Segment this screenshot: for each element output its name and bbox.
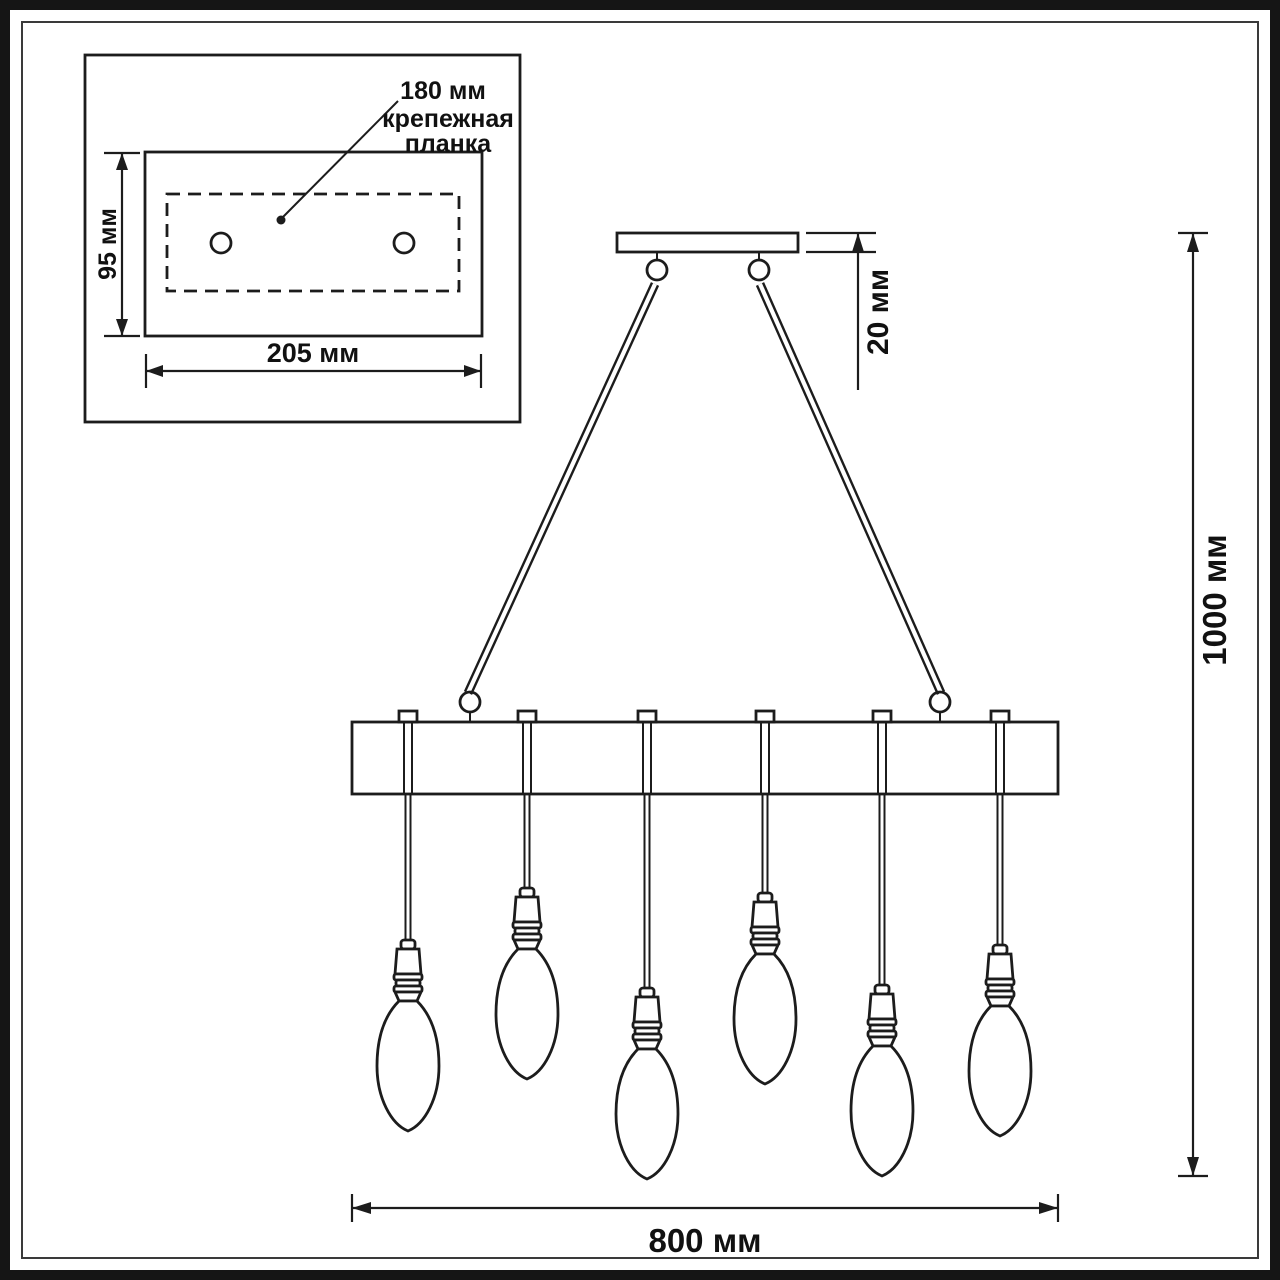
light-bulb-6 bbox=[967, 943, 1033, 1138]
pendants bbox=[375, 709, 1033, 1181]
beam-body bbox=[350, 720, 1060, 796]
plate-height-dimension: 95 мм bbox=[94, 151, 140, 338]
pendant-6 bbox=[967, 709, 1033, 1138]
light-bulb-3 bbox=[614, 986, 680, 1181]
pendant-3 bbox=[614, 709, 680, 1181]
dimensions: 20 мм 1000 мм 800 мм bbox=[350, 231, 1233, 1259]
wood-beam bbox=[350, 720, 1060, 796]
canopy-thickness-dimension: 20 мм bbox=[806, 231, 895, 390]
mounting-plate-outline bbox=[143, 150, 484, 338]
light-bulb-5 bbox=[849, 983, 915, 1178]
overall-height-label: 1000 мм bbox=[1196, 534, 1233, 665]
pendant-5 bbox=[849, 709, 915, 1178]
beam-eyelet-right bbox=[928, 690, 952, 714]
screw-hole-right bbox=[392, 231, 416, 255]
screw-hole-left bbox=[209, 231, 233, 255]
light-bulb-1 bbox=[375, 938, 441, 1133]
plate-width-dimension: 205 мм bbox=[144, 338, 483, 388]
pendant-1 bbox=[375, 709, 441, 1133]
inner-frame bbox=[21, 21, 1259, 1259]
beam-eyelet-left bbox=[458, 690, 482, 714]
canopy-plate bbox=[615, 231, 800, 254]
mounting-bar-label-line2: планка bbox=[405, 130, 492, 158]
mounting-bar-label-line1: крепежная bbox=[382, 105, 514, 133]
plate-width-label: 205 мм bbox=[267, 338, 360, 368]
canopy-hook-left bbox=[645, 258, 669, 282]
canopy-hook-right bbox=[747, 258, 771, 282]
pendant-2 bbox=[494, 709, 560, 1081]
inset-border bbox=[83, 53, 522, 424]
hole-spacing-label: 180 мм bbox=[400, 77, 486, 105]
light-bulb-4 bbox=[732, 891, 798, 1086]
inset-mounting-detail: 180 мм крепежная планка 95 мм 205 мм bbox=[83, 53, 522, 424]
light-bulb-2 bbox=[494, 886, 560, 1081]
canopy-thickness-label: 20 мм bbox=[862, 269, 895, 355]
ceiling-canopy bbox=[615, 231, 800, 282]
pendant-4 bbox=[732, 709, 798, 1086]
beam-length-label: 800 мм bbox=[648, 1222, 761, 1259]
mounting-bar-dashed-outline bbox=[165, 192, 461, 293]
leader-line bbox=[280, 100, 399, 220]
plate-height-label: 95 мм bbox=[94, 208, 122, 280]
beam-length-dimension: 800 мм bbox=[350, 1194, 1060, 1259]
overall-height-dimension: 1000 мм bbox=[1178, 231, 1233, 1178]
